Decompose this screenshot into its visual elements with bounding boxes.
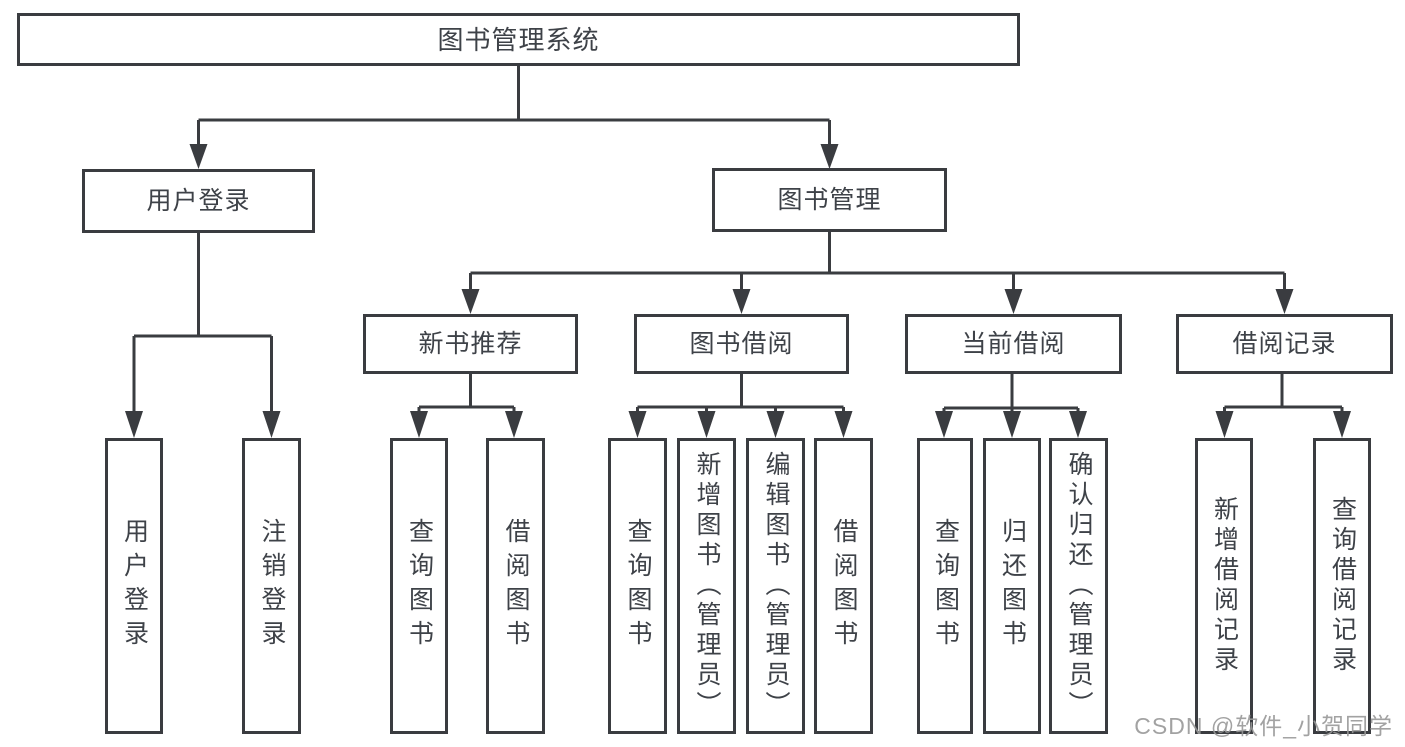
- node-label: 借阅记录: [1232, 329, 1337, 358]
- leaf-label: 用户登录: [120, 518, 149, 654]
- csdn-watermark: CSDN @软件_小贺同学: [1134, 713, 1393, 739]
- node-book-management: 图书管理: [712, 168, 947, 232]
- leaf-edit-books-admin: 编辑图书（管理员）: [746, 438, 805, 734]
- leaf-label: 查询图书: [624, 518, 652, 654]
- leaf-logout-login: 注销登录: [242, 438, 301, 734]
- node-book-borrowing: 图书借阅: [634, 314, 849, 374]
- node-label: 新书推荐: [418, 329, 523, 358]
- leaf-query-books-1: 查询图书: [390, 438, 448, 734]
- leaf-label: 借阅图书: [502, 518, 530, 654]
- leaf-label: 注销登录: [258, 518, 286, 654]
- leaf-user-login: 用户登录: [105, 438, 163, 734]
- leaf-label: 查询借阅记录: [1328, 496, 1357, 676]
- leaf-confirm-return-admin: 确认归还（管理员）: [1049, 438, 1108, 734]
- leaf-label: 借阅图书: [830, 518, 858, 654]
- leaf-label: 新增图书（管理员）: [693, 451, 721, 721]
- leaf-label: 查询图书: [405, 518, 434, 654]
- node-label: 图书管理系统: [437, 24, 600, 55]
- leaf-query-books-2: 查询图书: [608, 438, 667, 734]
- node-current-borrowing: 当前借阅: [905, 314, 1122, 374]
- leaf-label: 编辑图书（管理员）: [762, 451, 790, 721]
- node-label: 用户登录: [146, 186, 251, 215]
- leaf-borrow-books-2: 借阅图书: [814, 438, 873, 734]
- leaf-add-books-admin: 新增图书（管理员）: [677, 438, 736, 734]
- node-label: 图书管理: [777, 185, 882, 214]
- leaf-add-borrow-record: 新增借阅记录: [1195, 438, 1253, 734]
- leaf-query-books-3: 查询图书: [917, 438, 973, 734]
- leaf-return-books: 归还图书: [983, 438, 1041, 734]
- node-label: 当前借阅: [961, 329, 1066, 358]
- leaf-label: 查询图书: [931, 518, 960, 654]
- node-new-book-recommend: 新书推荐: [363, 314, 578, 374]
- leaf-borrow-books-1: 借阅图书: [486, 438, 545, 734]
- node-user-login: 用户登录: [82, 169, 315, 233]
- node-library-management-system: 图书管理系统: [17, 13, 1020, 66]
- leaf-query-borrow-record: 查询借阅记录: [1313, 438, 1371, 734]
- leaf-label: 归还图书: [998, 518, 1027, 654]
- leaf-label: 新增借阅记录: [1210, 496, 1239, 676]
- node-label: 图书借阅: [689, 329, 794, 358]
- leaf-label: 确认归还（管理员）: [1065, 451, 1093, 721]
- node-borrowing-records: 借阅记录: [1176, 314, 1393, 374]
